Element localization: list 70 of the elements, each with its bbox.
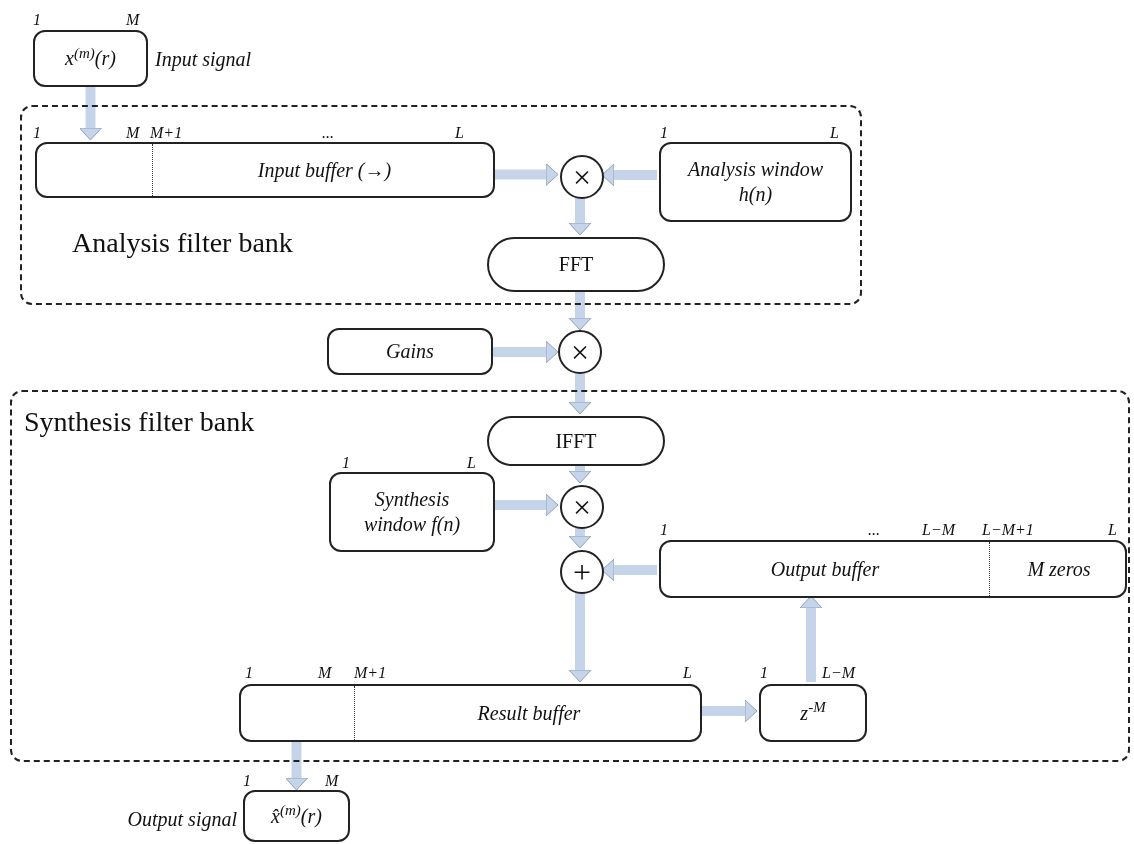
group-heading: Analysis filter bank: [72, 227, 293, 258]
block-arrow: [568, 464, 592, 484]
index-label: M: [126, 124, 140, 141]
process-box: [659, 540, 1127, 598]
index-label: 1: [33, 11, 41, 28]
node-label: IFFT: [555, 428, 597, 454]
node-label: Output buffer: [770, 556, 880, 582]
index-label: L−M: [822, 664, 856, 681]
block-arrow: [799, 595, 823, 682]
block-arrow: [493, 493, 559, 517]
block-arrow: [568, 527, 592, 549]
index-label: 1: [342, 454, 350, 471]
block-arrow: [700, 699, 758, 723]
operator-sign: ×: [572, 491, 591, 523]
node-label: Result buffer: [477, 700, 581, 726]
node-label: z$^{-M}$: [800, 700, 826, 726]
index-label: M+1: [150, 124, 183, 141]
index-label: 1: [760, 664, 768, 681]
process-box: [243, 790, 350, 842]
index-label: 1: [660, 521, 668, 538]
node-label: Gains: [386, 339, 434, 364]
operator-sign: ×: [570, 336, 589, 368]
index-label: 1: [660, 124, 668, 141]
index-label: L: [467, 454, 476, 471]
index-label: L: [683, 664, 692, 681]
block-arrow: [79, 87, 102, 141]
process-box: [759, 684, 867, 742]
signal-label: Output signal: [126, 807, 237, 833]
index-label: L−M+1: [982, 521, 1034, 538]
index-label: M+1: [354, 664, 387, 681]
index-label: 1: [33, 124, 41, 141]
node-label: Synthesis window f(n): [362, 487, 462, 537]
operator-sign: +: [572, 556, 591, 588]
block-arrow: [285, 740, 308, 791]
index-label: L: [455, 124, 464, 141]
index-label: 1: [245, 664, 253, 681]
block-arrow: [568, 197, 592, 236]
node-label: x$^{(m)}$(r): [65, 46, 116, 71]
process-box: [329, 472, 495, 552]
signal-label: Input signal: [155, 48, 252, 70]
process-pill: [487, 416, 665, 466]
index-label: L: [1108, 521, 1117, 538]
block-arrow: [568, 374, 592, 415]
process-box: [327, 328, 493, 375]
dashed-group-box: [20, 105, 862, 305]
node-label: x̂$^{(m)}$(r): [271, 803, 322, 829]
index-label: 1: [243, 772, 251, 789]
node-label: M zeros: [1027, 556, 1091, 582]
dashed-group-box: [10, 390, 1130, 762]
group-heading: Synthesis filter bank: [24, 406, 255, 437]
process-box: [659, 142, 852, 222]
index-label: L−M: [922, 521, 956, 538]
process-pill: [487, 237, 665, 292]
process-box: [33, 30, 148, 87]
node-label: Analysis window h(n): [687, 157, 824, 207]
index-label: M: [325, 772, 339, 789]
block-arrow: [568, 290, 592, 331]
index-label: ...: [868, 521, 880, 538]
block-arrow: [493, 340, 559, 364]
index-label: L: [830, 124, 839, 141]
block-arrow: [493, 163, 559, 186]
node-label: Input buffer (→): [257, 157, 392, 183]
process-box: [239, 684, 702, 742]
operator-sign: ×: [572, 161, 591, 193]
node-label: FFT: [558, 252, 594, 277]
index-label: M: [126, 11, 140, 28]
index-label: M: [318, 664, 332, 681]
process-box: [35, 142, 495, 198]
block-arrow: [568, 592, 592, 683]
index-label: ...: [322, 124, 334, 141]
